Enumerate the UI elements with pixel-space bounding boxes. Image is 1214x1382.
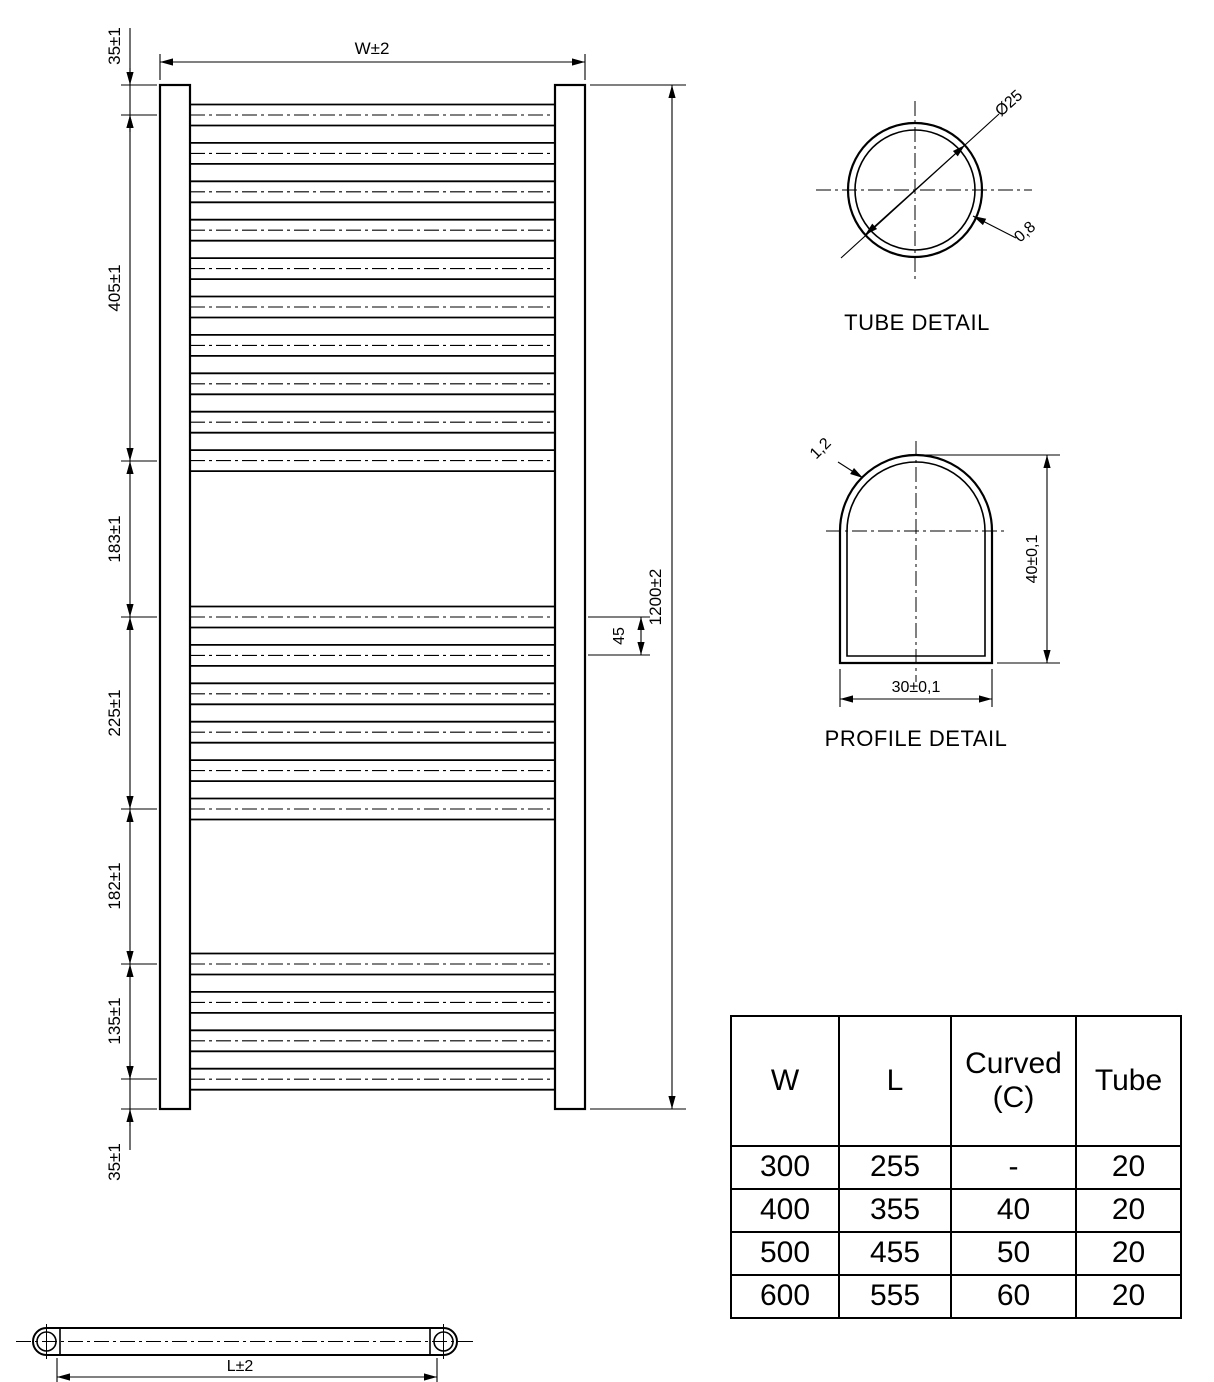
col-header-l: L <box>838 1015 952 1147</box>
table-cell: 300 <box>730 1145 840 1190</box>
table-cell: 20 <box>1075 1231 1182 1276</box>
right-rail <box>553 83 587 1111</box>
table-row: 600 555 60 20 <box>730 1274 1182 1319</box>
dim-label-profile-wall: 1,2 <box>807 435 835 463</box>
dim-label-225: 225±1 <box>105 689 124 736</box>
dim-label-rung-pitch: 45 <box>611 627 628 645</box>
top-view-body <box>32 1327 458 1356</box>
dim-label-405: 405±1 <box>105 264 124 311</box>
table-cell: 255 <box>838 1145 952 1190</box>
dim-label-bottom-offset: 35±1 <box>105 1143 124 1181</box>
table-row: 300 255 - 20 <box>730 1145 1182 1190</box>
table-header-row: W L Curved (C) Tube <box>730 1015 1182 1147</box>
dimension-width <box>159 54 586 80</box>
rung-group <box>190 103 555 1091</box>
profile-outer-shape <box>838 453 994 665</box>
table-cell: 20 <box>1075 1188 1182 1233</box>
dim-label-width: W±2 <box>355 39 390 58</box>
table-cell: 40 <box>950 1188 1077 1233</box>
dim-label-182: 182±1 <box>105 862 124 909</box>
table-cell: 600 <box>730 1274 840 1319</box>
dim-label-tube-wall: 0,8 <box>1011 218 1039 246</box>
tube-detail <box>816 101 1032 280</box>
dimension-total-height <box>590 84 686 1110</box>
table-cell: 50 <box>950 1231 1077 1276</box>
profile-inner-shape <box>846 461 986 657</box>
radiator-front-view <box>158 83 587 1111</box>
table-row: 400 355 40 20 <box>730 1188 1182 1233</box>
table-row: 500 455 50 20 <box>730 1231 1182 1276</box>
tube-detail-title: TUBE DETAIL <box>844 310 990 335</box>
table-cell: - <box>950 1145 1077 1190</box>
dim-label-profile-height: 40±0,1 <box>1024 534 1041 583</box>
dim-label-profile-width: 30±0,1 <box>892 679 941 696</box>
col-header-curved: Curved (C) <box>950 1015 1077 1147</box>
table-cell: 20 <box>1075 1145 1182 1190</box>
dim-label-top-view-length: L±2 <box>227 1358 254 1375</box>
profile-detail-title: PROFILE DETAIL <box>825 726 1008 751</box>
dim-label-135: 135±1 <box>105 997 124 1044</box>
table-cell: 400 <box>730 1188 840 1233</box>
table-cell: 500 <box>730 1231 840 1276</box>
dim-label-183: 183±1 <box>105 515 124 562</box>
spec-table: W L Curved (C) Tube 300 255 - 20 400 355… <box>730 1015 1182 1319</box>
table-cell: 355 <box>838 1188 952 1233</box>
dimension-chain-left <box>121 28 157 1150</box>
dimension-rung-pitch <box>588 616 650 656</box>
profile-detail <box>826 441 1060 707</box>
dim-label-top-offset: 35±1 <box>105 27 124 65</box>
table-cell: 455 <box>838 1231 952 1276</box>
dim-label-total-height: 1200±2 <box>646 569 665 626</box>
table-cell: 20 <box>1075 1274 1182 1319</box>
table-cell: 555 <box>838 1274 952 1319</box>
col-header-w: W <box>730 1015 840 1147</box>
col-header-tube: Tube <box>1075 1015 1182 1147</box>
table-cell: 60 <box>950 1274 1077 1319</box>
left-rail <box>158 83 192 1111</box>
top-view <box>16 1324 474 1382</box>
